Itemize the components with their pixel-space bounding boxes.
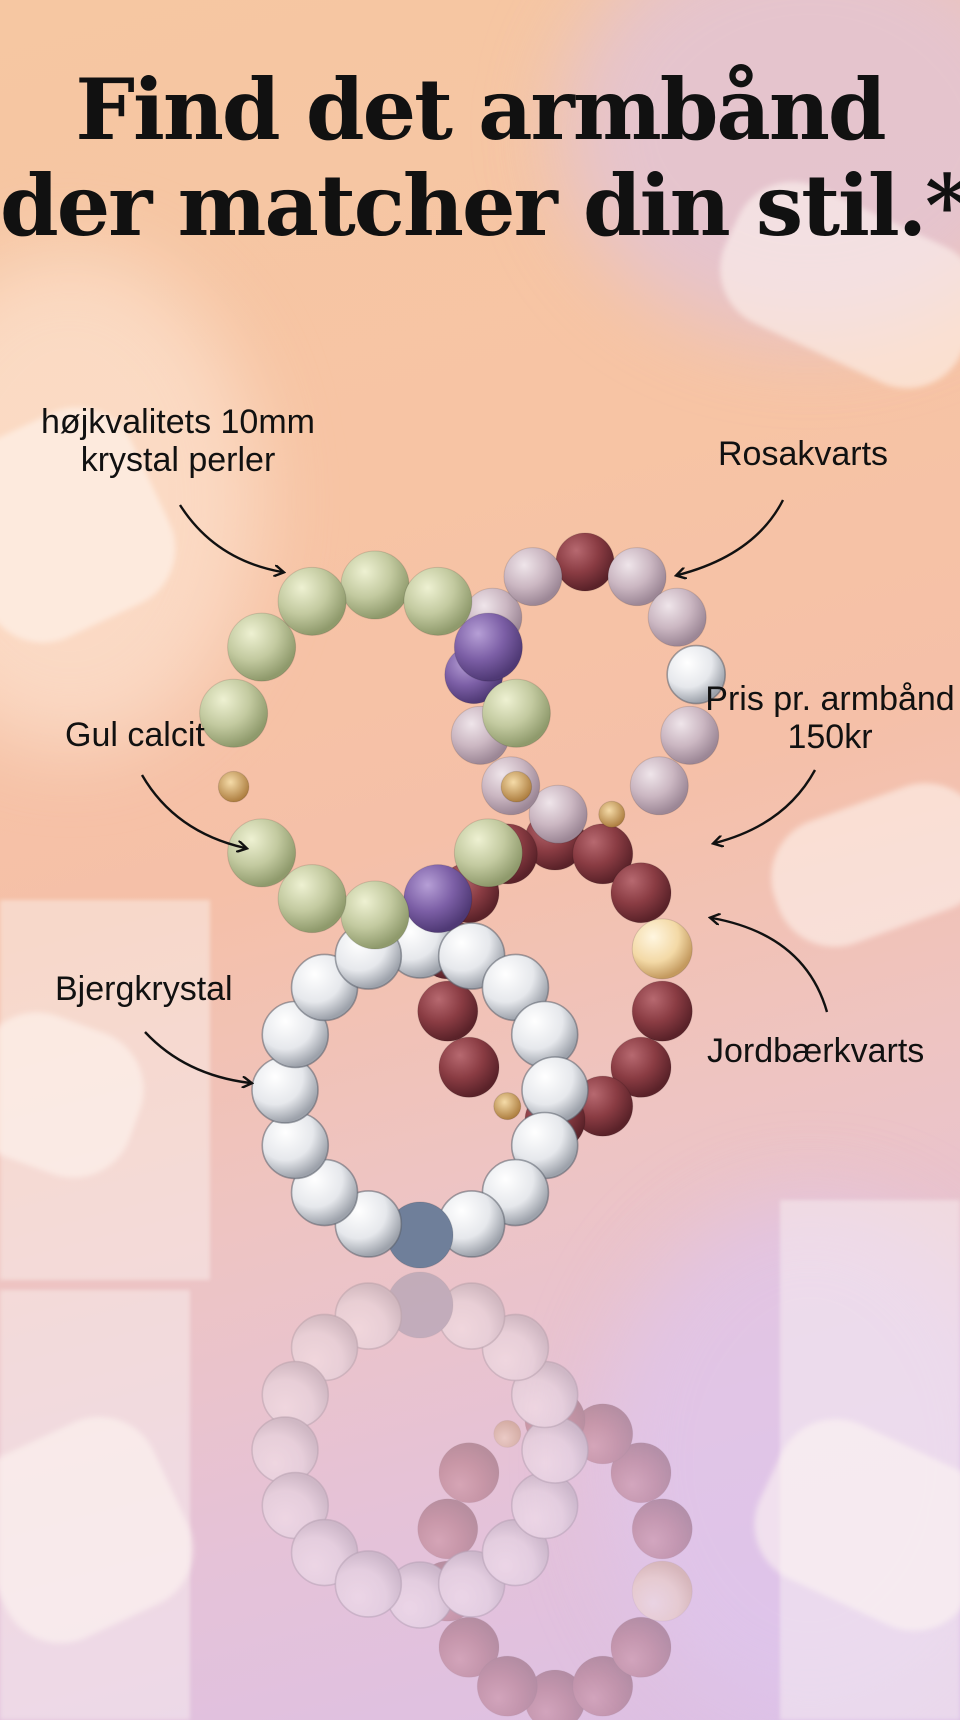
arrow-gul-calcit-icon — [140, 774, 245, 848]
strawberry-bracelet-bead — [611, 1617, 672, 1678]
clear-quartz-bracelet-bead — [334, 1550, 403, 1618]
label-price-line-2: 150kr — [787, 718, 873, 756]
label-quality-line-2: krystal perler — [80, 441, 276, 479]
headline: Find det armbånd der matcher din stil.* — [0, 62, 960, 254]
clear-quartz-bracelet-bead — [437, 1282, 506, 1350]
rose-quartz-bracelet-bead — [528, 784, 588, 844]
label-gul-calcit: Gul calcit — [65, 716, 205, 754]
strawberry-bracelet-bead — [525, 1670, 585, 1720]
label-quality-line-1: højkvalitets 10mm — [41, 403, 315, 441]
arrow-quality-icon — [178, 504, 282, 572]
rose-quartz-bracelet-bead — [503, 547, 563, 607]
arrow-jordbaerkvarts-icon — [712, 918, 829, 1013]
strawberry-bracelet-bead — [572, 1656, 633, 1717]
rose-quartz-bracelet-bead — [607, 547, 667, 607]
strawberry-bracelet-bead — [417, 1498, 478, 1559]
strawberry-bracelet-bead — [610, 1036, 672, 1098]
calcite-bracelet-bead — [277, 864, 347, 934]
strawberry-bracelet-bead — [572, 823, 634, 885]
calcite-bracelet-bead — [227, 612, 297, 682]
strawberry-bracelet-bead — [610, 862, 672, 924]
label-quality: højkvalitets 10mm krystal perler — [28, 403, 328, 479]
calcite-bracelet-bead — [199, 678, 269, 748]
headline-line-2: der matcher din stil.* — [0, 156, 960, 255]
calcite-bracelet-bead — [453, 818, 523, 888]
calcite-bracelet-bead — [227, 818, 297, 888]
label-price: Pris pr. armbånd 150kr — [700, 680, 960, 756]
strawberry-bracelet-bead — [611, 1442, 672, 1503]
arrow-bjergkrystal-icon — [144, 1031, 250, 1083]
arrow-price-icon — [715, 769, 817, 843]
bracelet-reflection — [251, 1272, 693, 1720]
calcite-bracelet-bead — [403, 566, 473, 636]
bracelets — [199, 532, 726, 1269]
strawberry-bracelet-bead — [477, 1656, 538, 1717]
strawberry-bracelet-bead — [438, 1036, 500, 1098]
label-rosakvarts: Rosakvarts — [718, 435, 889, 473]
rose-quartz-bracelet-bead — [660, 705, 720, 765]
strawberry-bracelet-bead — [438, 1617, 499, 1678]
label-jordbaerkvarts: Jordbærkvarts — [707, 1032, 925, 1070]
strawberry-bracelet-bead — [493, 1420, 521, 1448]
calcite-bracelet-bead — [500, 770, 533, 803]
strawberry-bracelet-bead — [632, 1561, 693, 1622]
strawberry-bracelet-bead — [493, 1092, 522, 1121]
label-bjergkrystal: Bjergkrystal — [55, 970, 233, 1008]
strawberry-bracelet-bead — [632, 1498, 693, 1559]
calcite-bracelet-bead — [277, 566, 347, 636]
rose-quartz-bracelet-bead — [629, 756, 689, 816]
calcite-bracelet-bead — [453, 612, 523, 682]
strawberry-bracelet-bead — [417, 980, 479, 1042]
rose-quartz-bracelet-bead — [647, 587, 707, 647]
rose-quartz-bracelet-bead — [598, 800, 626, 828]
rose-quartz-bracelet-bead — [666, 644, 726, 705]
calcite-bracelet-bead — [481, 678, 551, 748]
clear-quartz-bracelet-bead — [387, 1272, 453, 1338]
arrow-rosakvarts-icon — [678, 499, 785, 575]
label-price-line-1: Pris pr. armbånd — [705, 680, 955, 718]
strawberry-bracelet-bead — [631, 918, 693, 980]
strawberry-bracelet-bead — [631, 980, 693, 1042]
calcite-bracelet-bead — [217, 770, 250, 803]
strawberry-bracelet-bead — [438, 1442, 499, 1503]
headline-line-1: Find det armbånd — [75, 60, 886, 159]
